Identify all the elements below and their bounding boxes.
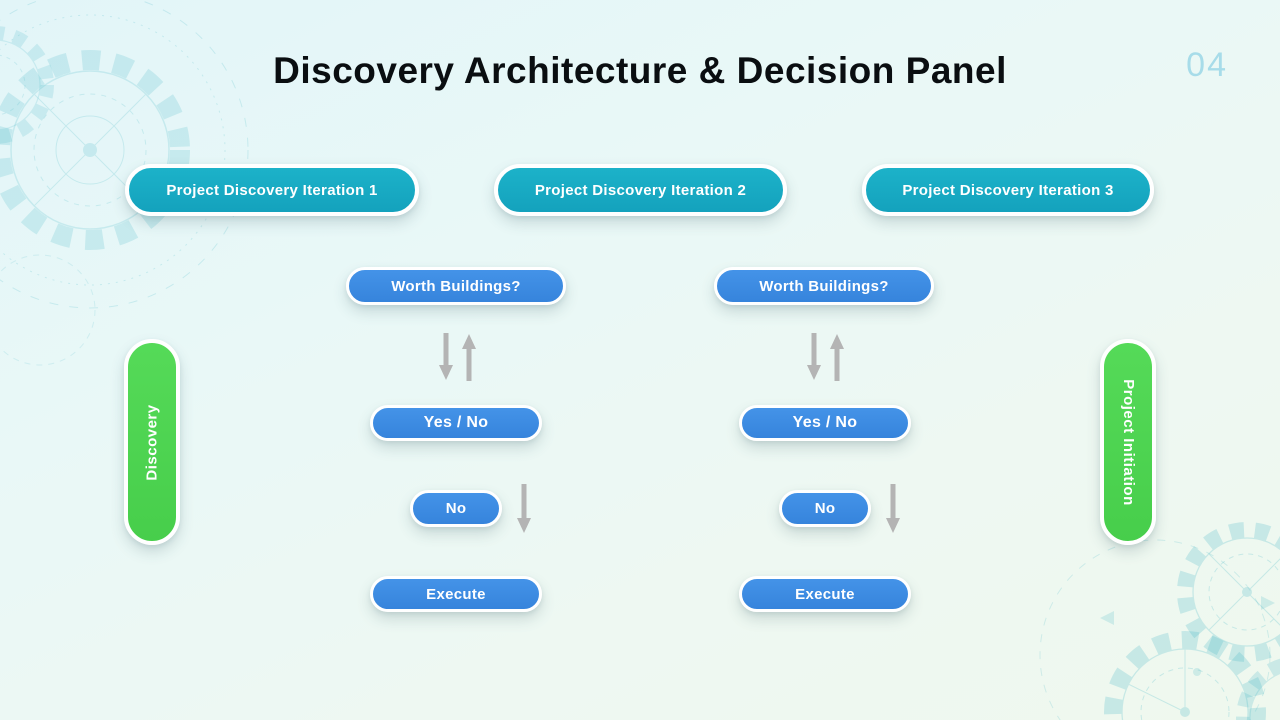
- down-arrow-icon: [886, 484, 900, 533]
- question-pill-1-label: Worth Buildings?: [391, 277, 521, 295]
- page-title: Discovery Architecture & Decision Panel: [273, 50, 1007, 91]
- action-pill-2: Execute: [739, 576, 911, 612]
- iteration-pill-2: Project Discovery Iteration 2: [494, 164, 787, 216]
- dashed-arc-decoration: [1039, 539, 1275, 720]
- dashed-circle-decoration: [0, 254, 96, 366]
- decision-pill-1-label: Yes / No: [423, 414, 489, 431]
- up-arrow-icon: [462, 334, 476, 381]
- down-arrow-icon: [807, 333, 821, 380]
- feedback-arrows-2: [807, 333, 844, 381]
- gear-icon: [0, 0, 249, 309]
- side-label-project-initiation: Project Initiation: [1100, 339, 1156, 545]
- iteration-pill-1: Project Discovery Iteration 1: [125, 164, 419, 216]
- gear-icon: [1104, 631, 1266, 720]
- feedback-arrows-1: [439, 333, 476, 381]
- gear-icon: [1236, 658, 1280, 720]
- question-pill-2-label: Worth Buildings?: [759, 277, 889, 295]
- page-number: 04: [1186, 46, 1228, 84]
- iteration-pill-2-label: Project Discovery Iteration 2: [534, 181, 747, 199]
- branch-pill-1: No: [410, 490, 502, 527]
- side-label-project-initiation-text: Project Initiation: [1119, 378, 1137, 506]
- action-pill-1: Execute: [370, 576, 542, 612]
- down-arrow-icon: [439, 333, 453, 380]
- gear-icon: [1177, 522, 1280, 662]
- action-pill-2-label: Execute: [795, 585, 855, 603]
- iteration-pill-1-label: Project Discovery Iteration 1: [166, 181, 378, 199]
- iteration-pill-3: Project Discovery Iteration 3: [862, 164, 1154, 216]
- action-pill-1-label: Execute: [426, 585, 486, 603]
- branch-pill-2: No: [779, 490, 871, 527]
- decision-pill-1: Yes / No: [370, 405, 542, 441]
- side-label-discovery: Discovery: [124, 339, 180, 545]
- iteration-pill-3-label: Project Discovery Iteration 3: [902, 181, 1114, 199]
- decision-pill-2-label: Yes / No: [792, 414, 858, 431]
- decision-pill-2: Yes / No: [739, 405, 911, 441]
- branch-pill-2-label: No: [814, 500, 836, 517]
- branch-pill-1-label: No: [445, 500, 467, 517]
- question-pill-2: Worth Buildings?: [714, 267, 934, 305]
- side-label-discovery-text: Discovery: [143, 403, 161, 481]
- down-arrow-icon: [517, 484, 531, 533]
- question-pill-1: Worth Buildings?: [346, 267, 566, 305]
- up-arrow-icon: [830, 334, 844, 381]
